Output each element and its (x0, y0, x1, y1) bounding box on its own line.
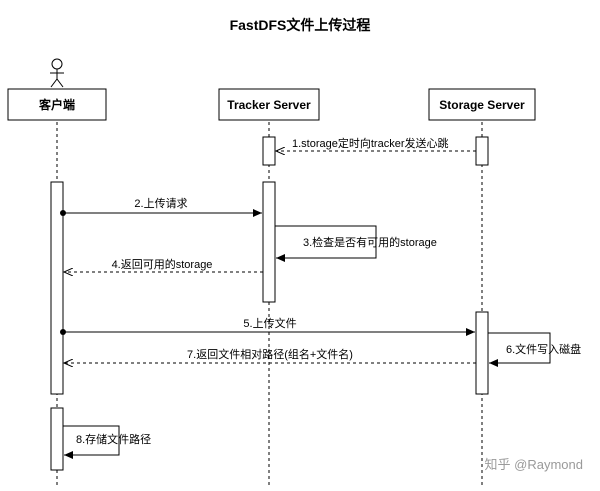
participant-client-label: 客户端 (38, 97, 75, 112)
message-6-arrow (488, 332, 551, 367)
message-3-arrow (275, 225, 377, 262)
client-activation-save (50, 407, 64, 471)
client-activation-upload (50, 181, 64, 395)
participant-tracker-label: Tracker Server (227, 98, 311, 112)
message-8-label: 8.存储文件路径 (76, 432, 151, 446)
participant-storage: Storage Server (428, 88, 536, 121)
participant-client: 客户端 (7, 88, 107, 121)
message-6-label: 6.文件写入磁盘 (506, 342, 581, 356)
tracker-activation-heartbeat (262, 136, 276, 166)
message-4-label: 4.返回可用的storage (112, 257, 213, 271)
message-3-label: 3.检查是否有可用的storage (303, 235, 437, 249)
watermark-text: 知乎 @Raymond (485, 457, 583, 472)
message-2-label: 2.上传请求 (134, 197, 187, 210)
message-5-label: 5.上传文件 (243, 316, 296, 330)
actor-icon (50, 58, 64, 88)
storage-activation-heartbeat (475, 136, 489, 166)
diagram-title: FastDFS文件上传过程 (230, 17, 371, 33)
participant-storage-label: Storage Server (439, 98, 525, 112)
message-1-label: 1.storage定时向tracker发送心跳 (292, 136, 448, 150)
tracker-activation-upload (262, 181, 276, 303)
message-7-label: 7.返回文件相对路径(组名+文件名) (187, 347, 353, 361)
participant-tracker: Tracker Server (218, 88, 320, 121)
message-8-arrow (63, 425, 120, 459)
storage-activation-upload (475, 311, 489, 395)
